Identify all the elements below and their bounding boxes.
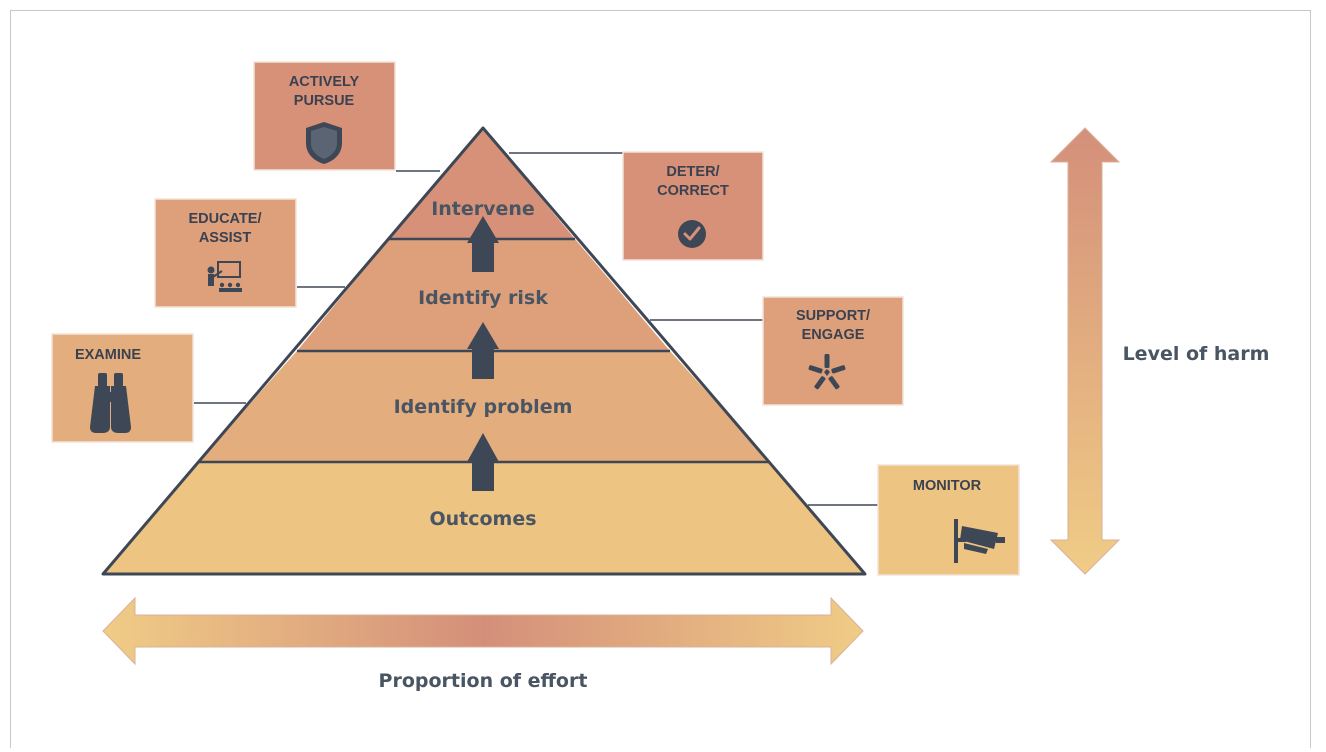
connector-lines — [194, 152, 878, 506]
up-arrow-icon — [467, 322, 499, 379]
box-label-line2: ENGAGE — [802, 327, 865, 343]
pyramid-tier-identify-problem — [198, 351, 770, 462]
up-arrow-icon — [467, 216, 499, 272]
box-actively-pursue: ACTIVELY PURSUE — [253, 61, 396, 171]
shield-icon — [306, 122, 342, 164]
box-label-line1: DETER/ — [666, 164, 719, 180]
tier-label-intervene: Intervene — [431, 198, 535, 220]
pyramid-outline — [101, 126, 867, 576]
box-label-line2: ASSIST — [199, 230, 252, 246]
vertical-axis-label: Level of harm — [1123, 343, 1270, 365]
pyramid — [101, 126, 867, 576]
box-label-line1: MONITOR — [913, 478, 982, 494]
tier-label-identify-problem: Identify problem — [394, 396, 573, 418]
up-arrow-icon — [467, 433, 499, 491]
box-examine: EXAMINE — [51, 333, 194, 443]
checkmark-icon — [678, 220, 706, 248]
teacher-icon — [207, 261, 242, 292]
horizontal-axis-label: Proportion of effort — [379, 670, 588, 692]
proportion-of-effort-arrow — [102, 596, 864, 666]
box-educate-assist: EDUCATE/ ASSIST — [154, 198, 297, 308]
box-deter-correct: DETER/ CORRECT — [622, 151, 764, 261]
box-label-line1: EDUCATE/ — [188, 211, 261, 227]
tier-label-outcomes: Outcomes — [429, 508, 536, 530]
pyramid-tier-intervene — [389, 128, 575, 239]
tier-label-identify-risk: Identify risk — [418, 287, 548, 309]
pyramid-tier-outcomes — [103, 462, 865, 574]
box-label-line1: EXAMINE — [75, 347, 141, 363]
box-monitor: MONITOR — [877, 464, 1020, 576]
box-label-line2: PURSUE — [294, 93, 355, 109]
pyramid-tier-identify-risk — [297, 239, 670, 351]
hands-together-icon — [808, 354, 846, 390]
box-label-line1: SUPPORT/ — [796, 308, 870, 324]
box-label-line1: ACTIVELY — [289, 74, 360, 90]
cctv-camera-icon — [954, 519, 1005, 563]
level-of-harm-arrow — [1049, 127, 1121, 575]
binoculars-icon — [90, 373, 131, 433]
progression-arrows — [467, 216, 499, 491]
box-label-line2: CORRECT — [657, 183, 729, 199]
box-support-engage: SUPPORT/ ENGAGE — [762, 296, 904, 406]
